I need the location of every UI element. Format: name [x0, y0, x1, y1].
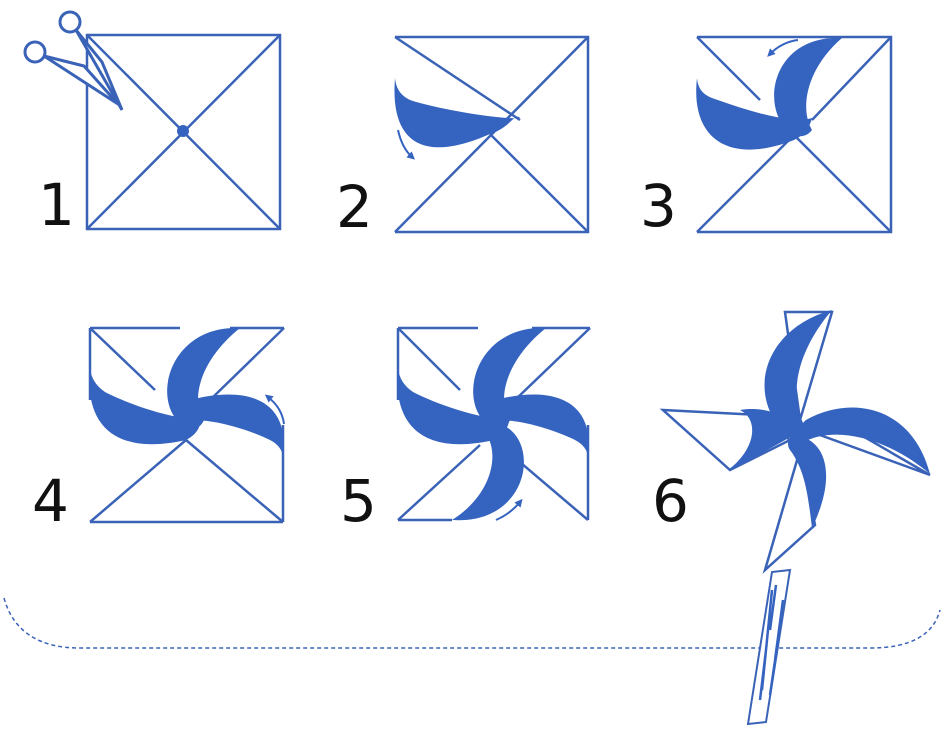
rotate-arrow-icon — [770, 40, 798, 54]
step-1-number: 1 — [38, 171, 75, 239]
step-2-fold-flap — [394, 78, 520, 147]
step-6-number: 6 — [652, 467, 689, 535]
step-2-number: 2 — [336, 173, 373, 241]
dashed-divider — [4, 598, 940, 648]
center-dot — [177, 125, 189, 137]
step-5-number: 5 — [340, 467, 377, 535]
step-4-number: 4 — [32, 467, 69, 535]
step-3-fold-flap-b — [774, 38, 842, 136]
scissors-icon — [25, 12, 122, 110]
pinwheel-blade-c — [788, 436, 826, 528]
step-3-number: 3 — [640, 172, 677, 240]
pinwheel-stick — [748, 570, 790, 724]
